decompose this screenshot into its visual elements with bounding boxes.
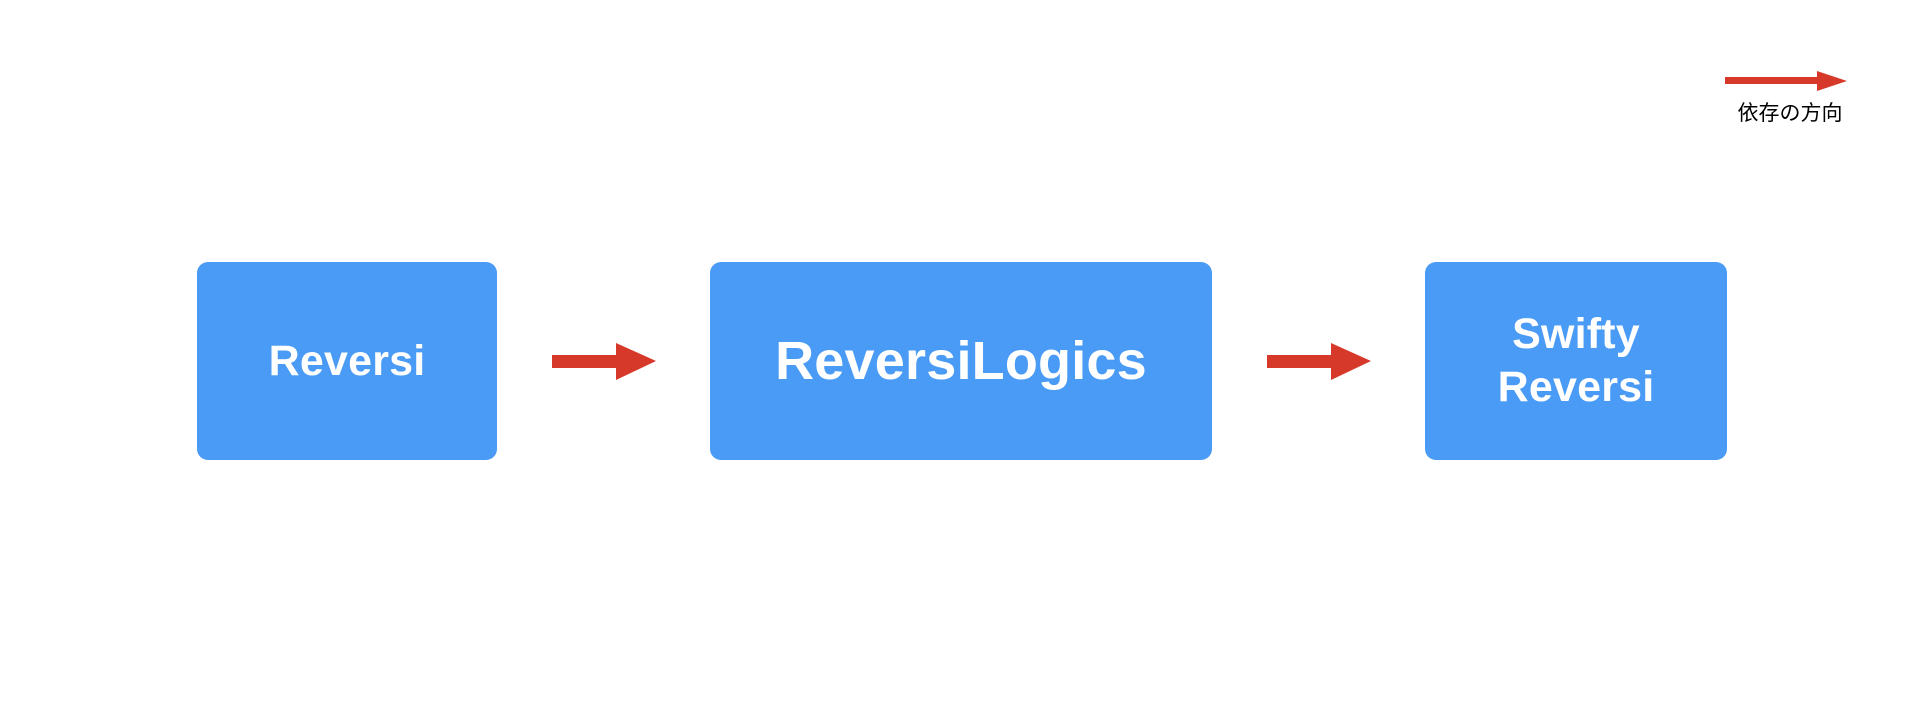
edge-arrow-reversilogics-to-swiftyreversi — [1267, 343, 1371, 380]
legend: 依存の方向 — [1700, 48, 1880, 138]
node-reversilogics-label: ReversiLogics — [775, 331, 1147, 391]
node-swifty-reversi[interactable]: Swifty Reversi — [1425, 262, 1727, 460]
legend-right-arrow-icon — [1725, 71, 1847, 91]
node-swifty-reversi-label: Swifty Reversi — [1497, 310, 1655, 411]
node-reversi[interactable]: Reversi — [197, 262, 497, 460]
node-reversi-label: Reversi — [268, 337, 426, 385]
legend-label: 依存の方向 — [1737, 101, 1843, 125]
node-reversilogics[interactable]: ReversiLogics — [710, 262, 1212, 460]
edge-arrow-reversi-to-reversilogics — [552, 343, 656, 380]
